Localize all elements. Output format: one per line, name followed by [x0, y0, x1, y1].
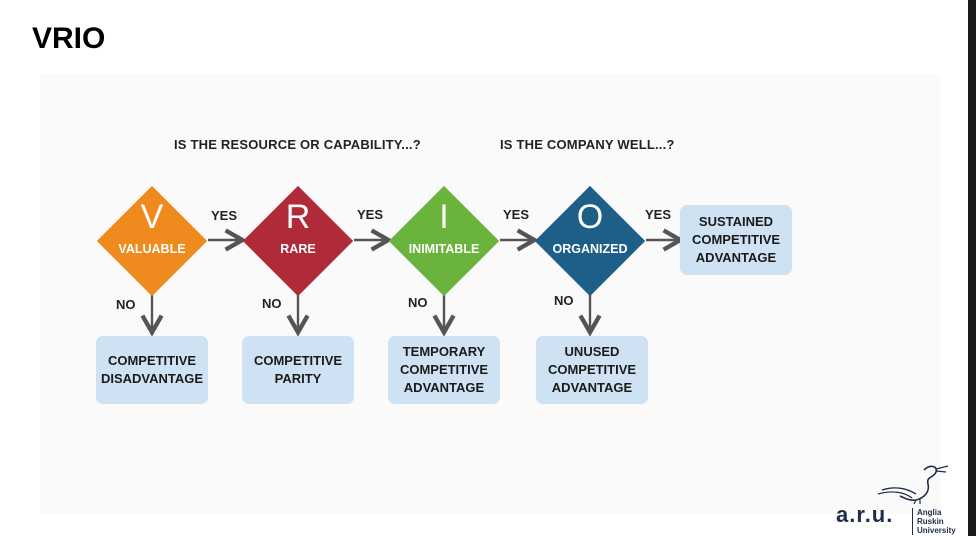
- yes-label: YES: [503, 207, 530, 222]
- outcome-line: COMPETITIVE: [107, 353, 197, 368]
- logo-line: Anglia Ruskin: [917, 508, 944, 526]
- outcome-sustained-advantage: SUSTAINED COMPETITIVE ADVANTAGE: [680, 205, 792, 275]
- no-label: NO: [116, 297, 136, 312]
- outcome-line: SUSTAINED: [698, 214, 774, 229]
- outcome-line: PARITY: [274, 371, 322, 386]
- diamond-letter: V: [140, 198, 164, 236]
- aru-logo: a.r.u. Anglia Ruskin University: [832, 460, 968, 535]
- logo-university-name: Anglia Ruskin University: [912, 508, 968, 535]
- diamond-letter: I: [439, 198, 449, 236]
- outcome-unused-advantage: UNUSED COMPETITIVE ADVANTAGE: [536, 336, 648, 404]
- diamond-word: INIMITABLE: [408, 242, 480, 256]
- diamond-letter: O: [576, 198, 604, 236]
- no-label: NO: [262, 296, 282, 311]
- diamond-letter: R: [285, 198, 311, 236]
- question-resource: IS THE RESOURCE OR CAPABILITY...?: [174, 137, 421, 152]
- outcome-line: UNUSED: [564, 344, 620, 359]
- diamond-word: RARE: [280, 242, 316, 256]
- heron-logo-icon: [877, 465, 949, 504]
- outcome-line: COMPETITIVE: [691, 232, 781, 247]
- page-title: VRIO: [32, 22, 106, 55]
- window-edge: [968, 0, 976, 536]
- diamond-valuable: V VALUABLE: [95, 185, 209, 297]
- outcome-line: ADVANTAGE: [403, 380, 485, 395]
- yes-label: YES: [645, 207, 672, 222]
- outcome-line: ADVANTAGE: [551, 380, 633, 395]
- diamond-rare: R RARE: [241, 185, 355, 297]
- outcome-temporary-advantage: TEMPORARY COMPETITIVE ADVANTAGE: [388, 336, 500, 404]
- outcome-line: TEMPORARY: [402, 344, 486, 359]
- logo-wordmark: a.r.u.: [836, 502, 894, 527]
- diamond-organized: O ORGANIZED: [533, 185, 647, 297]
- outcome-line: COMPETITIVE: [253, 353, 343, 368]
- no-label: NO: [554, 293, 574, 308]
- vrio-figure: [40, 74, 940, 514]
- outcome-line: COMPETITIVE: [399, 362, 489, 377]
- outcome-line: ADVANTAGE: [695, 250, 777, 265]
- yes-label: YES: [211, 208, 238, 223]
- diamond-inimitable: I INIMITABLE: [387, 185, 501, 297]
- no-label: NO: [408, 295, 428, 310]
- diamond-word: ORGANIZED: [552, 242, 628, 256]
- logo-line: University: [917, 526, 956, 535]
- outcome-competitive-disadvantage: COMPETITIVE DISADVANTAGE: [96, 336, 208, 404]
- outcome-competitive-parity: COMPETITIVE PARITY: [242, 336, 354, 404]
- yes-label: YES: [357, 207, 384, 222]
- outcome-line: COMPETITIVE: [547, 362, 637, 377]
- outcome-line: DISADVANTAGE: [100, 371, 204, 386]
- question-company: IS THE COMPANY WELL...?: [500, 137, 675, 152]
- diamond-word: VALUABLE: [118, 242, 186, 256]
